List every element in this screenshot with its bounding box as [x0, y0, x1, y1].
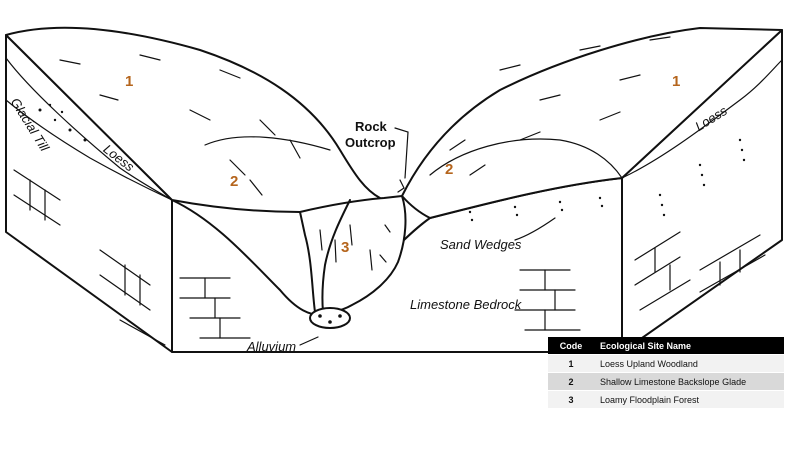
- alluvium-label: Alluvium: [246, 339, 296, 354]
- legend-site-name: Loamy Floodplain Forest: [594, 390, 784, 408]
- left-loess-band: [5, 57, 173, 201]
- legend-code: 3: [548, 390, 594, 408]
- sand-wedges-label: Sand Wedges: [440, 237, 522, 252]
- zone-label-left-upland: 1: [125, 73, 133, 90]
- rock-outcrop-label-line2: Outcrop: [345, 135, 396, 150]
- zone-label-right-upland: 1: [672, 73, 680, 90]
- limestone-bedrock-label: Limestone Bedrock: [410, 297, 523, 312]
- legend-row: 1 Loess Upland Woodland: [548, 354, 784, 373]
- zone-label-right-backslope: 2: [445, 161, 453, 178]
- legend-code: 1: [548, 354, 594, 373]
- right-loess-line: [621, 59, 783, 179]
- left-upland-surface: [5, 26, 385, 213]
- zone-label-left-backslope: 2: [230, 173, 238, 190]
- rock-outcrop-marks: [379, 179, 405, 263]
- legend-site-name: Loess Upland Woodland: [594, 354, 784, 373]
- legend-header-code: Code: [548, 337, 594, 355]
- zone-label-floodplain: 3: [341, 239, 349, 256]
- left-till-band: [5, 99, 173, 201]
- alluvium-leader: [299, 336, 319, 346]
- right-zone-boundary: [429, 138, 623, 179]
- left-bedrock-bricks: [13, 169, 166, 346]
- rock-outcrop-leader: [394, 127, 409, 179]
- legend-row: 3 Loamy Floodplain Forest: [548, 390, 784, 408]
- right-bedrock-bricks: [634, 231, 766, 311]
- alluvium-dots: [318, 314, 342, 324]
- legend-site-name: Shallow Limestone Backslope Glade: [594, 372, 784, 391]
- left-zone-boundary: [204, 136, 331, 151]
- front-sand-wedges: [468, 196, 604, 222]
- legend-code: 2: [548, 372, 594, 391]
- legend-header-name: Ecological Site Name: [594, 337, 784, 355]
- right-upland-surface: [401, 27, 783, 219]
- rock-outcrop-label-line1: Rock: [355, 119, 388, 134]
- right-sand-wedges: [658, 138, 746, 217]
- legend-row: 2 Shallow Limestone Backslope Glade: [548, 372, 784, 391]
- glacial-till-dots: [38, 103, 87, 142]
- alluvium-deposit: [309, 307, 351, 329]
- stream-channel: [321, 199, 351, 313]
- valley-floor-surface: [299, 195, 407, 314]
- sand-wedges-leader: [514, 217, 556, 241]
- front-bedrock-bricks: [179, 269, 581, 339]
- legend-header-row: Code Ecological Site Name: [548, 337, 784, 355]
- surface-hatching: [59, 36, 671, 271]
- legend-table: Code Ecological Site Name 1 Loess Upland…: [548, 337, 784, 408]
